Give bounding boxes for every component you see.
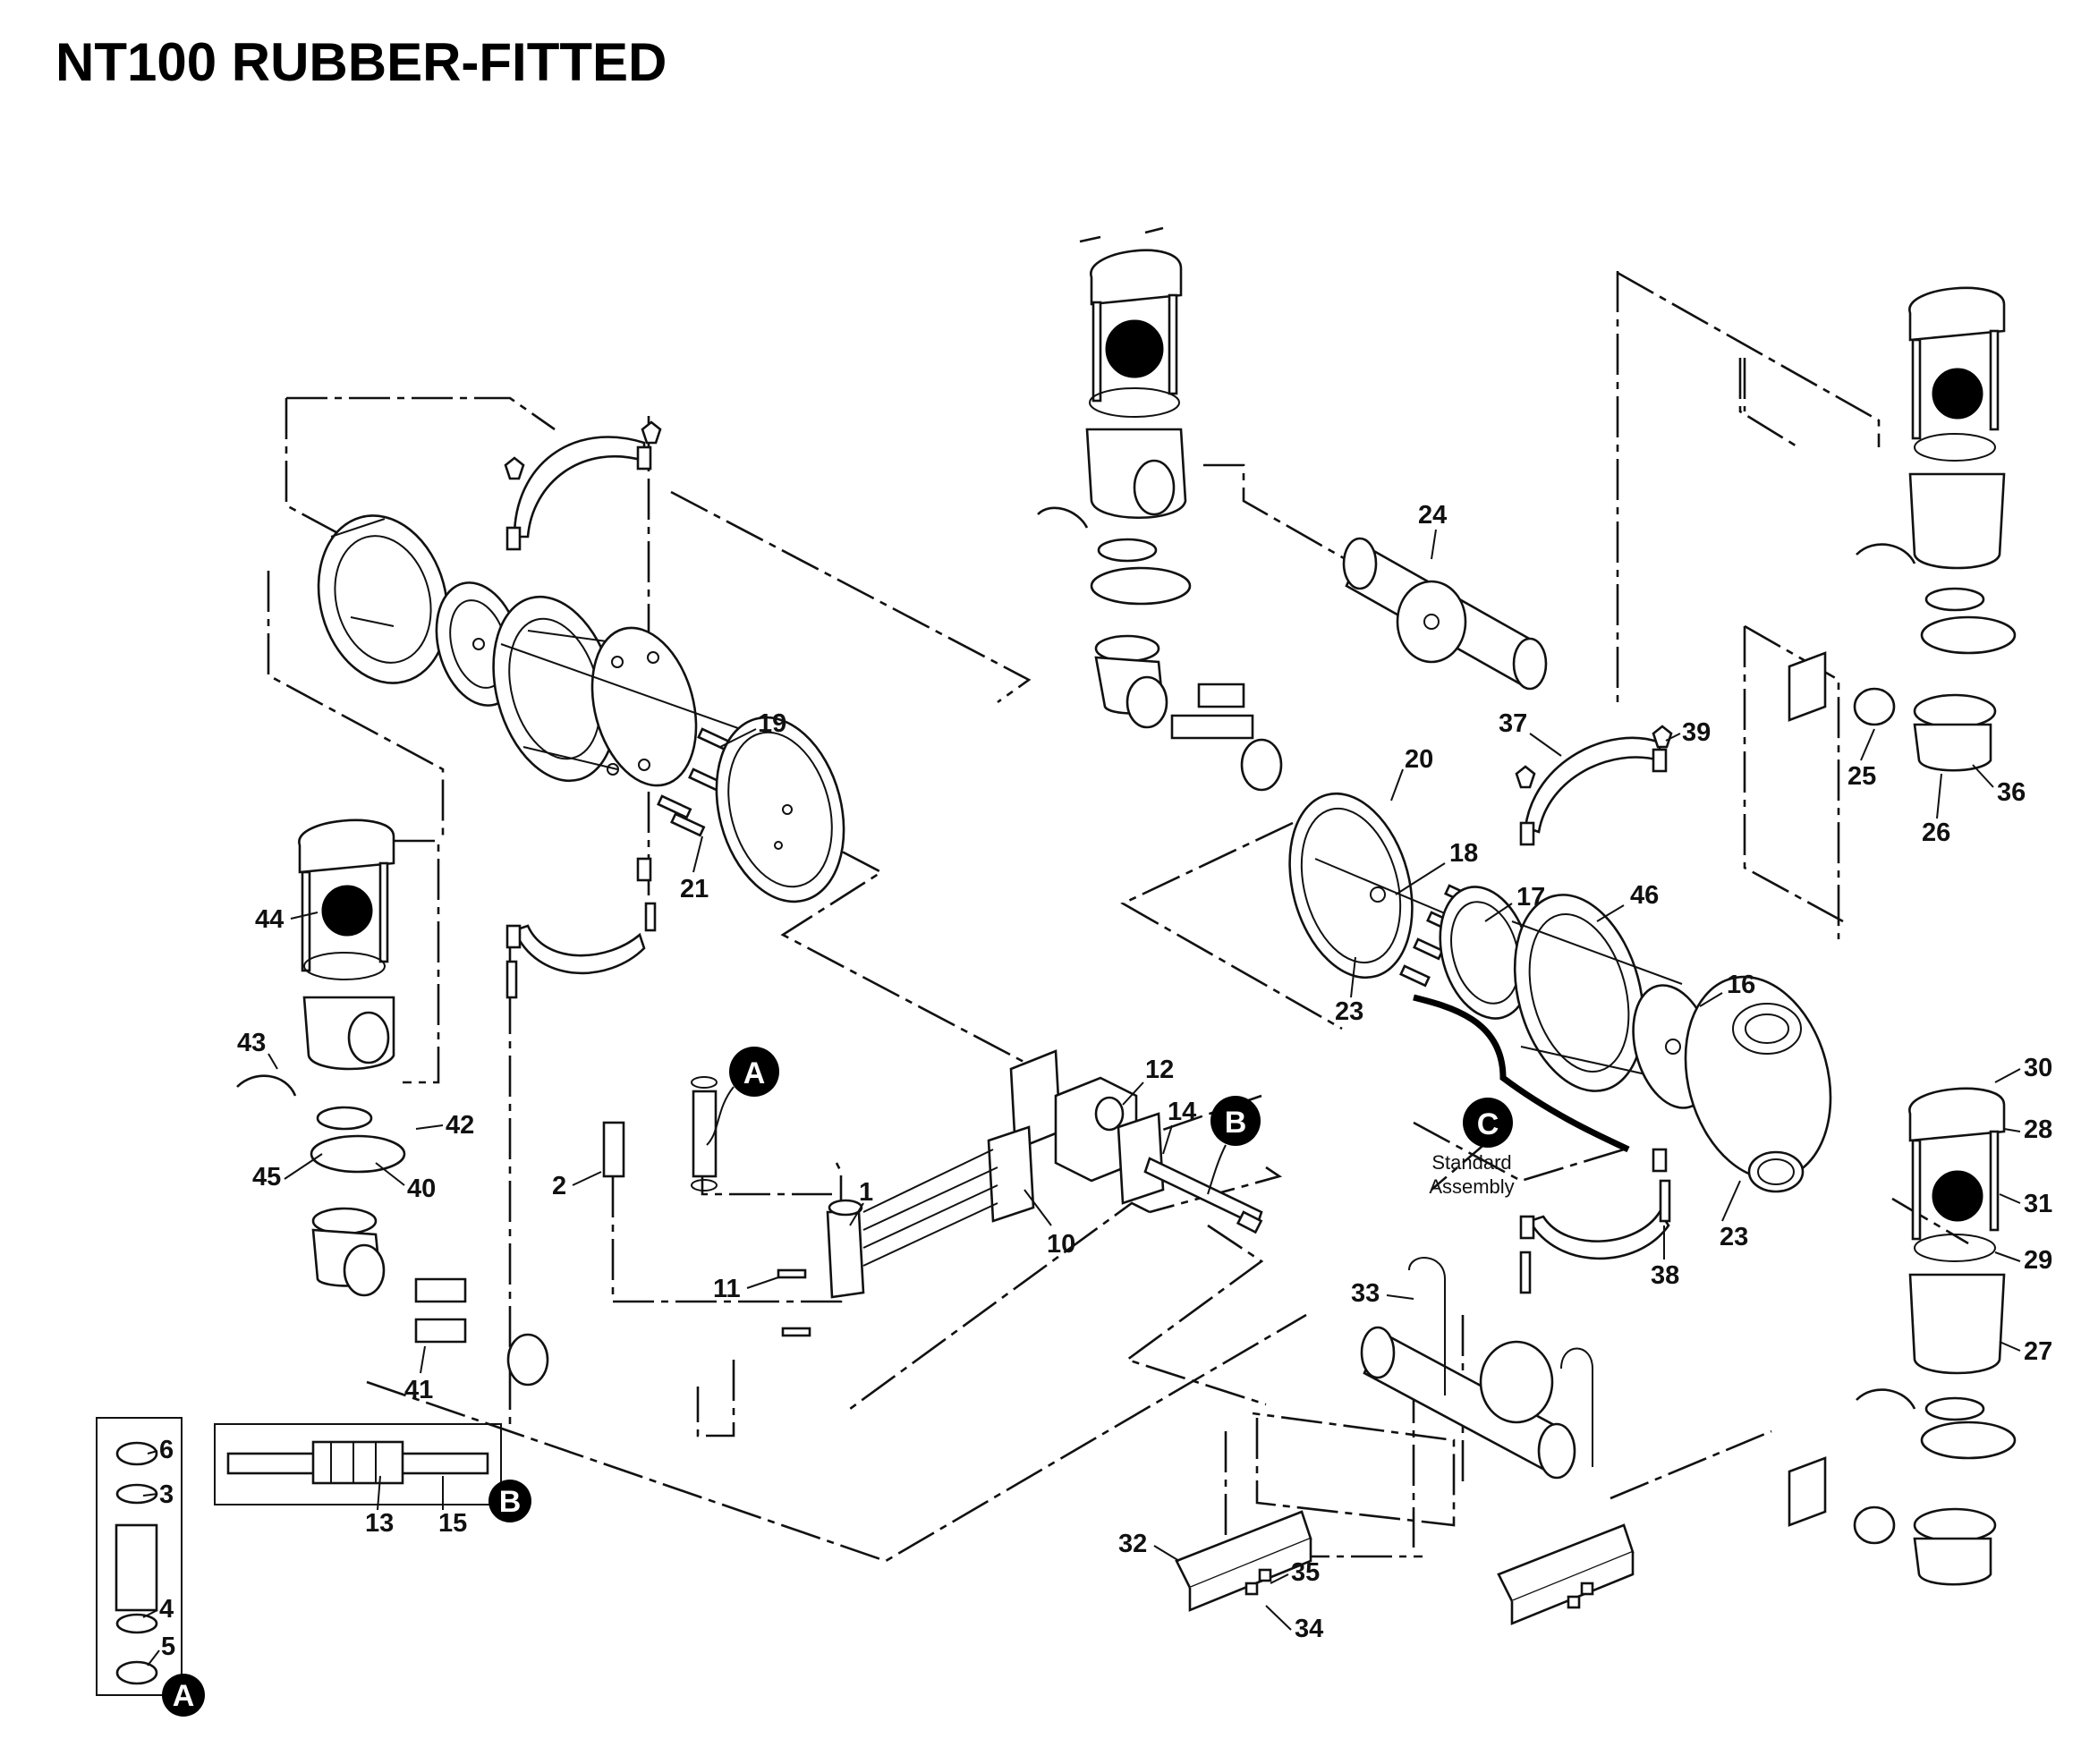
part-label-3: 3 [159,1480,174,1509]
callout-A-inset: A [162,1674,205,1717]
top-manifold-pipe [1342,537,1548,691]
left-diaphragm-clamp [504,420,662,999]
top-manifold [1037,226,1283,792]
part-label-16: 16 [1727,971,1755,999]
svg-text:B: B [1225,1106,1247,1140]
right-upper-manifold [1788,286,2017,772]
part-label-19: 19 [758,709,786,738]
part-label-40: 40 [407,1175,436,1203]
part-label-38: 38 [1651,1261,1679,1290]
part-number-labels: 1 2 3 4 5 6 10 11 12 13 14 15 16 17 18 1… [142,501,2052,1666]
callout-A-main: A [706,1047,779,1146]
part-label-10: 10 [1047,1230,1075,1259]
part-label-32: 32 [1118,1530,1147,1558]
svg-text:C: C [1477,1107,1499,1141]
left-manifold [236,818,549,1387]
part-label-18: 18 [1449,839,1478,868]
callout-C: C Standard Assembly [1429,1098,1515,1198]
mounting-stands [1175,1510,1635,1625]
part-label-27: 27 [2024,1337,2052,1366]
part-label-5: 5 [161,1633,175,1661]
standard-assembly-bracket [1413,994,1630,1153]
part-label-36: 36 [1997,778,2026,807]
svg-text:A: A [173,1679,195,1713]
right-clamp [1515,725,1673,1294]
part-label-23b: 23 [1720,1223,1748,1251]
part-label-11: 11 [713,1275,741,1303]
part-label-17: 17 [1516,883,1545,912]
part-label-4: 4 [159,1595,174,1624]
part-label-43: 43 [237,1029,266,1057]
diagram-title: NT100 RUBBER-FITTED [55,32,667,92]
part-label-1: 1 [859,1178,873,1207]
part-label-6: 6 [159,1436,174,1464]
part-label-28: 28 [2024,1115,2052,1144]
right-lower-manifold [1788,1087,2017,1586]
inset-box-B [214,1423,502,1505]
center-block [862,1049,1165,1267]
left-diaphragm-assembly [492,595,779,787]
bottom-manifold [1360,1257,1593,1480]
part-label-24: 24 [1418,501,1447,530]
part-label-14: 14 [1168,1098,1196,1126]
part-label-34: 34 [1295,1615,1323,1643]
left-inner-chamber [715,716,845,903]
part-label-30: 30 [2024,1054,2052,1082]
part-label-20: 20 [1405,745,1433,774]
part-label-26: 26 [1922,818,1950,847]
callout-B-inset: B [488,1480,531,1522]
part-label-44: 44 [255,905,284,934]
part-label-33: 33 [1351,1279,1380,1308]
part-label-35: 35 [1291,1558,1320,1587]
plug-part-2 [602,1121,625,1178]
part-label-45: 45 [252,1163,281,1192]
part-label-41: 41 [404,1376,433,1404]
callout-B-main: B [1207,1096,1261,1195]
svg-text:A: A [743,1056,766,1090]
part-label-29: 29 [2024,1246,2052,1275]
part-label-42: 42 [446,1111,474,1140]
standard-assembly-note-line1: Standard [1431,1151,1511,1174]
pilot-sleeve [777,1199,865,1337]
svg-text:B: B [499,1485,522,1519]
part-label-2: 2 [552,1172,566,1200]
part-label-23a: 23 [1335,997,1363,1026]
part-label-13: 13 [365,1509,394,1538]
part-label-12: 12 [1145,1056,1174,1084]
part-label-31: 31 [2024,1190,2052,1218]
main-shaft-B [1143,1157,1263,1234]
standard-assembly-note-line2: Assembly [1429,1175,1514,1198]
part-label-46: 46 [1630,881,1659,910]
part-label-25: 25 [1847,762,1876,791]
part-label-15: 15 [438,1509,467,1538]
right-outer-chamber [1684,975,1832,1193]
part-label-21: 21 [680,875,709,903]
part-label-37: 37 [1499,709,1527,738]
inset-box-A [96,1417,183,1696]
right-inner-chamber [1288,792,1486,980]
part-label-39: 39 [1682,718,1711,747]
pilot-spool-A [691,1076,718,1192]
